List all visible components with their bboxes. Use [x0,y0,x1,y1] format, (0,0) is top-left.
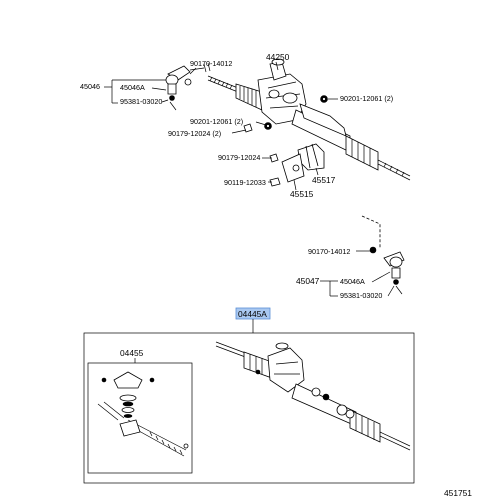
figure-number: 451751 [444,488,472,498]
label-grommet-left: 90201-12061 (2) [190,117,243,126]
label-45046a-left: 45046A [120,83,145,92]
label-bolt-mount: 90119-12033 [224,178,266,187]
label-04445a[interactable]: 04445A [238,309,267,319]
label-cotter-pin-right: 95381-03020 [340,291,382,300]
label-bolt-lower: 90179-12024 [218,153,260,162]
label-45046: 45046 [80,82,100,91]
tie-rod-end-right [361,215,405,295]
label-45517: 45517 [312,175,336,185]
repair-kit-section: 04445A 04455 [83,307,415,484]
kit-outer-box [83,332,415,484]
label-bolt-upper: 90179-12024 (2) [168,129,221,138]
upper-labels: 44250 90170-14012 45046 45046A 95381-030… [80,52,395,300]
tie-rod-end-left [165,62,211,111]
label-nut-right-top: 90170-14012 [308,247,350,256]
label-04455: 04455 [120,348,144,358]
label-45046a-right: 45046A [340,277,365,286]
label-cotter-pin-left: 95381-03020 [120,97,162,106]
label-nut-left-top: 90170-14012 [190,59,232,68]
label-45047: 45047 [296,276,320,286]
kit-sub-box [87,362,193,474]
label-grommet-right: 90201-12061 (2) [340,94,393,103]
label-45515: 45515 [290,189,314,199]
label-44250: 44250 [266,52,290,62]
steering-rack-assembly [207,58,411,187]
